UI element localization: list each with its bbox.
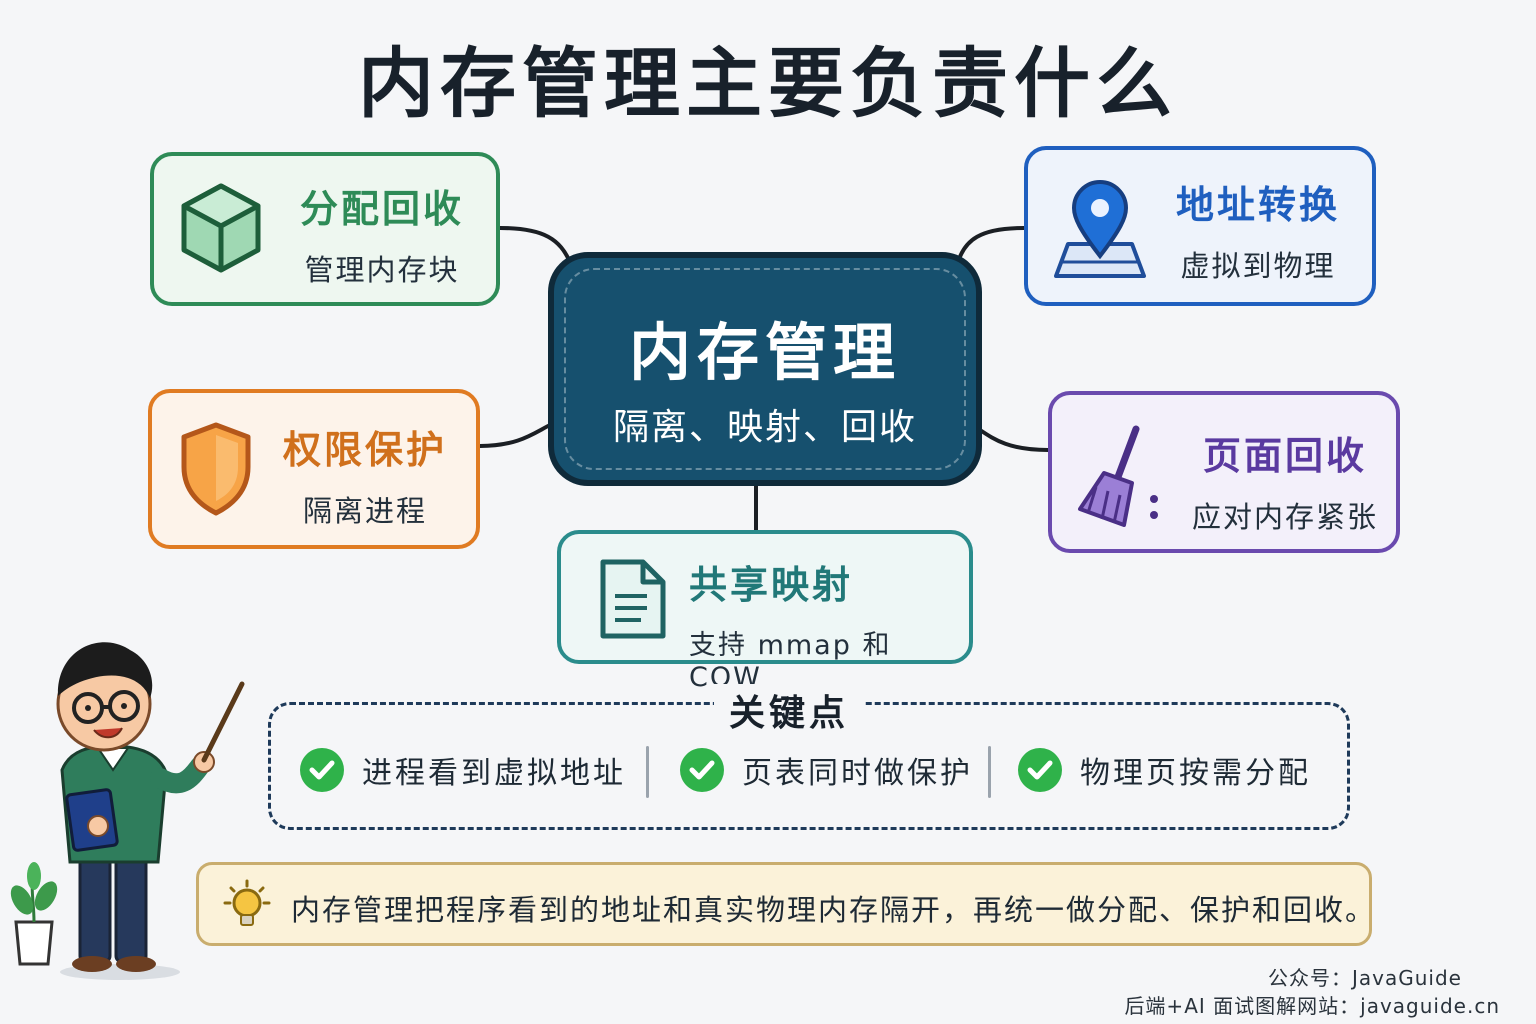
tip-text: 内存管理把程序看到的地址和真实物理内存隔开，再统一做分配、保护和回收。 bbox=[291, 893, 1377, 927]
page-title: 内存管理主要负责什么 bbox=[358, 39, 1178, 128]
card-title: 共享映射 bbox=[689, 563, 854, 607]
card-subtitle: 隔离进程 bbox=[302, 494, 427, 528]
check-icon bbox=[1018, 748, 1062, 792]
card-subtitle: 虚拟到物理 bbox=[1180, 249, 1336, 283]
card-subtitle: 应对内存紧张 bbox=[1191, 500, 1378, 534]
card-addr: 地址转换 虚拟到物理 bbox=[1024, 146, 1376, 306]
key-points-title: 关键点 bbox=[714, 684, 864, 736]
center-node: 内存管理 隔离、映射、回收 bbox=[548, 252, 982, 486]
card-subtitle: 管理内存块 bbox=[304, 253, 460, 287]
tip-bar: 内存管理把程序看到的地址和真实物理内存隔开，再统一做分配、保护和回收。 bbox=[196, 862, 1374, 946]
card-share: 共享映射 支持 mmap 和 COW bbox=[557, 530, 973, 693]
lightbulb-icon bbox=[217, 877, 277, 941]
key-point-divider bbox=[988, 746, 991, 798]
key-point-text: 页表同时做保护 bbox=[742, 756, 973, 791]
check-icon bbox=[680, 748, 724, 792]
card-title: 分配回收 bbox=[299, 187, 464, 231]
card-alloc: 分配回收 管理内存块 bbox=[150, 152, 500, 306]
document-icon bbox=[597, 556, 669, 646]
check-icon bbox=[300, 748, 344, 792]
key-point-text: 进程看到虚拟地址 bbox=[362, 756, 626, 791]
broom-icon bbox=[1074, 425, 1164, 533]
card-page: 页面回收 应对内存紧张 bbox=[1048, 391, 1400, 553]
center-inner-border bbox=[564, 268, 966, 470]
card-title: 页面回收 bbox=[1202, 434, 1367, 478]
footer-website: 后端+AI 面试图解网站：javaguide.cn bbox=[1124, 994, 1500, 1018]
key-point-text: 物理页按需分配 bbox=[1080, 756, 1311, 791]
card-subtitle: 支持 mmap 和 COW bbox=[689, 630, 892, 693]
key-point-item: 进程看到虚拟地址 bbox=[300, 748, 626, 792]
shield-icon bbox=[178, 421, 254, 521]
key-point-item: 页表同时做保护 bbox=[680, 748, 973, 792]
card-perm: 权限保护 隔离进程 bbox=[148, 389, 480, 549]
footer-account: 公众号：JavaGuide bbox=[1268, 966, 1462, 990]
center-title: 内存管理 bbox=[628, 316, 901, 389]
teacher-illustration bbox=[0, 600, 260, 1004]
key-point-item: 物理页按需分配 bbox=[1018, 748, 1311, 792]
plant-icon bbox=[10, 862, 58, 966]
map-pin-icon bbox=[1050, 178, 1150, 286]
card-title: 地址转换 bbox=[1175, 183, 1340, 227]
card-title: 权限保护 bbox=[282, 428, 447, 472]
center-subtitle: 隔离、映射、回收 bbox=[612, 407, 917, 448]
key-point-divider bbox=[646, 746, 649, 798]
cube-icon bbox=[178, 180, 264, 280]
